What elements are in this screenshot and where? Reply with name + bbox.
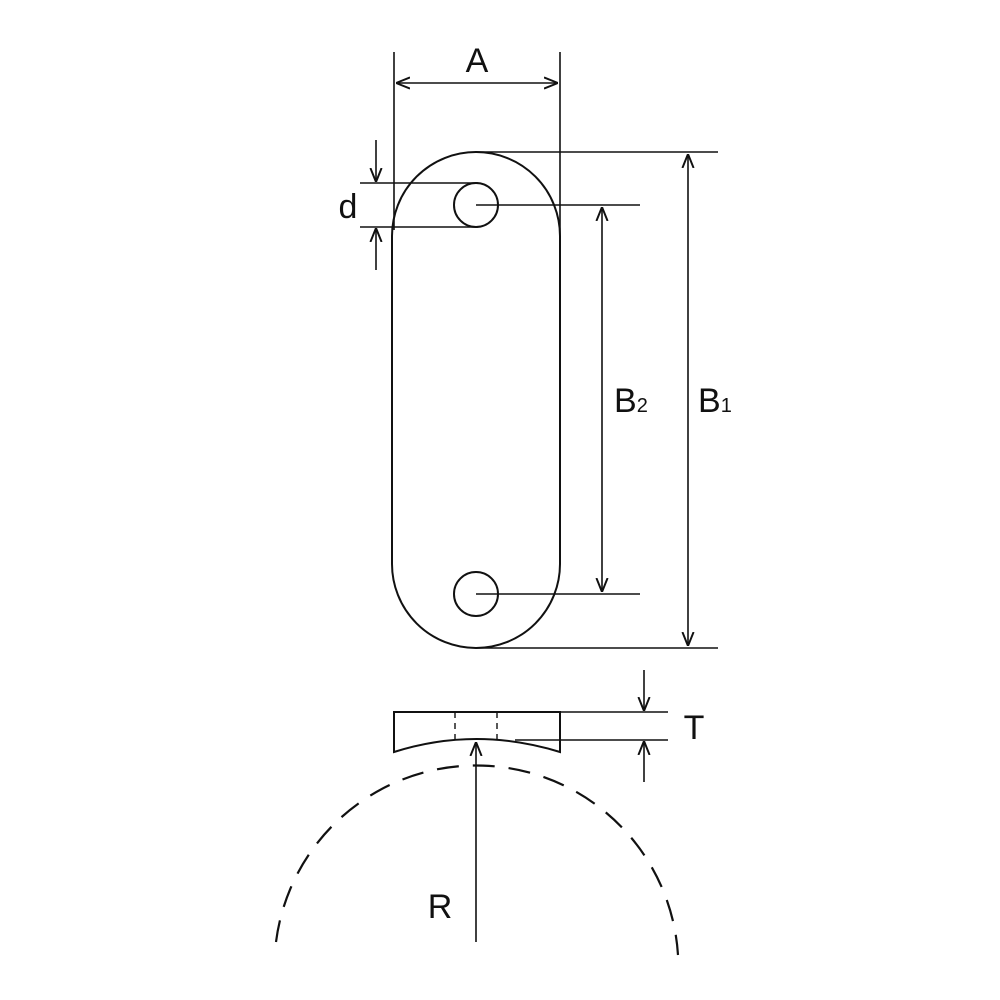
label-d: d [339, 188, 358, 226]
dimension-d: d [339, 140, 478, 270]
plate-side-view [393, 711, 561, 754]
side-view-outline [393, 711, 561, 754]
label-b1-sub: 1 [721, 395, 732, 417]
label-b1: B1 [698, 382, 732, 420]
label-r: R [428, 888, 453, 926]
label-b2-sub: 2 [637, 395, 648, 417]
dimension-b1: B1 [476, 151, 732, 649]
pipe-radius: R [274, 742, 680, 956]
dimension-b2: B2 [476, 204, 648, 595]
label-b2: B2 [614, 382, 648, 420]
label-b1-main: B [698, 382, 721, 420]
dimension-a: A [393, 42, 561, 300]
pipe-arc-dashed [274, 764, 680, 956]
label-t: T [684, 709, 705, 747]
label-a: A [466, 42, 489, 80]
label-b2-main: B [614, 382, 637, 420]
dimension-t: T [515, 670, 704, 782]
